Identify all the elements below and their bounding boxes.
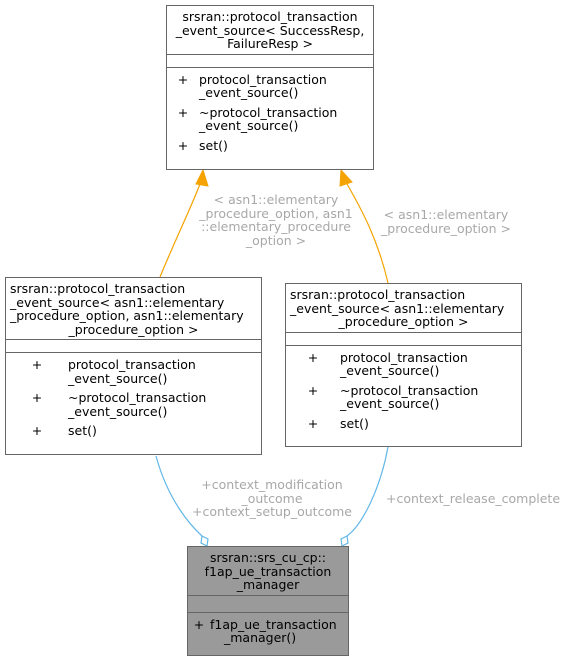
operation-row[interactable]: + f1ap_ue_transaction _manager() [188,616,348,645]
label-line: _procedure_option > [381,220,511,236]
label-line: +context_release_complete [385,491,561,506]
operation-line: ~protocol_transaction [68,390,207,405]
inheritance-arrowhead-right [339,168,353,187]
operation-line: set() [68,423,97,438]
label-line: < asn1::elementary [383,207,509,222]
operations-section: + protocol_transaction _event_source() +… [286,346,521,439]
title-line: _manager [236,577,300,592]
operation-row[interactable]: + set() [167,137,373,153]
operation-name: protocol_transaction _event_source() [68,358,196,385]
title-line: srsran::protocol_transaction [182,9,358,24]
title-line: f1ap_ue_transaction [204,563,332,579]
operations-section: + protocol_transaction _event_source() +… [6,353,261,446]
class-title: srsran::protocol_transaction _event_sour… [167,6,373,55]
operations-section: + protocol_transaction _event_source() +… [167,68,373,161]
association-edge-left [155,455,203,537]
operation-row[interactable]: + protocol_transaction _event_source() [167,71,373,100]
operation-line: protocol_transaction [68,357,196,372]
operation-name: protocol_transaction _event_source() [199,71,327,100]
class-box-base[interactable]: srsran::protocol_transaction _event_sour… [166,5,374,170]
class-title: srsran::protocol_transaction _event_sour… [286,284,521,333]
edge-label-left-member: +context_modification _outcome +context_… [186,478,358,519]
association-diamond-right [340,535,349,547]
attributes-section [286,333,521,346]
attributes-section [167,55,373,68]
operation-name: set() [199,137,228,153]
operation-name: ~protocol_transaction _event_source() [68,391,206,418]
label-line: _option > [245,232,307,248]
visibility-marker: + [31,357,43,372]
operation-line: f1ap_ue_transaction [210,616,337,632]
association-diamond-left [200,535,209,547]
operation-row[interactable]: + protocol_transaction _event_source() [286,349,521,378]
class-box-right[interactable]: srsran::protocol_transaction _event_sour… [285,283,522,447]
label-line: _procedure_option, asn1 [199,205,353,221]
title-line: srsran::protocol_transaction [290,287,466,302]
operation-line: _event_source() [340,396,440,411]
visibility-marker: + [177,71,189,87]
title-line: srsran::protocol_transaction [10,281,186,296]
operation-name: ~protocol_transaction _event_source() [199,104,338,133]
operation-row[interactable]: + ~protocol_transaction _event_source() [6,391,261,418]
visibility-marker: + [307,349,319,365]
operation-line: ~protocol_transaction [340,382,479,398]
title-line: FailureResp > [227,36,313,51]
title-line: srsran::srs_cu_cp:: [210,550,326,565]
label-line: +context_setup_outcome [192,504,352,519]
label-line: +context_modification [201,477,343,492]
operation-line: set() [340,415,369,431]
title-line: _event_source< asn1::elementary [290,300,505,316]
title-line: _procedure_option > [338,314,469,329]
association-edge-right [346,446,389,537]
inheritance-edge-right [346,183,389,284]
operation-row[interactable]: + set() [286,415,521,431]
label-line: < asn1::elementary [213,192,339,207]
edge-label-right-member: +context_release_complete [380,492,566,506]
operation-line: _event_source() [68,403,168,419]
title-line: _procedure_option > [68,321,199,337]
operation-name: ~protocol_transaction _event_source() [340,382,479,411]
title-line: _event_source< SuccessResp, [175,22,365,38]
operation-row[interactable]: + ~protocol_transaction _event_source() [167,104,373,133]
operations-section: + f1ap_ue_transaction _manager() [188,613,348,653]
operation-line: _event_source() [199,85,299,100]
attributes-section [6,340,261,353]
operation-line: _event_source() [68,370,168,386]
inheritance-arrowhead-left [195,168,209,187]
operation-line: _manager() [224,630,297,645]
operation-line: protocol_transaction [199,71,327,87]
operation-row[interactable]: + set() [6,424,261,438]
operation-line: protocol_transaction [340,349,468,365]
visibility-marker: + [193,616,205,632]
visibility-marker: + [31,423,43,438]
operation-row[interactable]: + protocol_transaction _event_source() [6,358,261,385]
operation-name: set() [68,424,97,438]
inheritance-edge-left [159,183,201,278]
attributes-section [188,596,348,613]
title-line: _event_source< asn1::elementary [10,294,225,310]
visibility-marker: + [307,415,319,431]
visibility-marker: + [307,382,319,398]
edge-label-right-template-args: < asn1::elementary _procedure_option > [372,208,520,235]
class-title: srsran::srs_cu_cp:: f1ap_ue_transaction … [188,547,348,596]
operation-row[interactable]: + ~protocol_transaction _event_source() [286,382,521,411]
operation-line: _event_source() [340,363,440,378]
visibility-marker: + [31,390,43,405]
operation-line: set() [199,137,228,153]
operation-name: f1ap_ue_transaction _manager() [210,616,337,645]
operation-name: set() [340,415,369,431]
operation-line: _event_source() [199,118,299,133]
title-line: _procedure_option, asn1::elementary [10,308,244,323]
label-line: ::elementary_procedure [201,219,351,234]
class-box-left[interactable]: srsran::protocol_transaction _event_sour… [5,277,262,455]
class-box-focus[interactable]: srsran::srs_cu_cp:: f1ap_ue_transaction … [187,546,349,656]
class-title: srsran::protocol_transaction _event_sour… [6,278,261,340]
visibility-marker: + [177,104,189,120]
label-line: _outcome [241,490,303,506]
visibility-marker: + [177,137,189,153]
operation-name: protocol_transaction _event_source() [340,349,468,378]
edge-label-left-template-args: < asn1::elementary _procedure_option, as… [193,193,359,247]
operation-line: ~protocol_transaction [199,104,338,120]
